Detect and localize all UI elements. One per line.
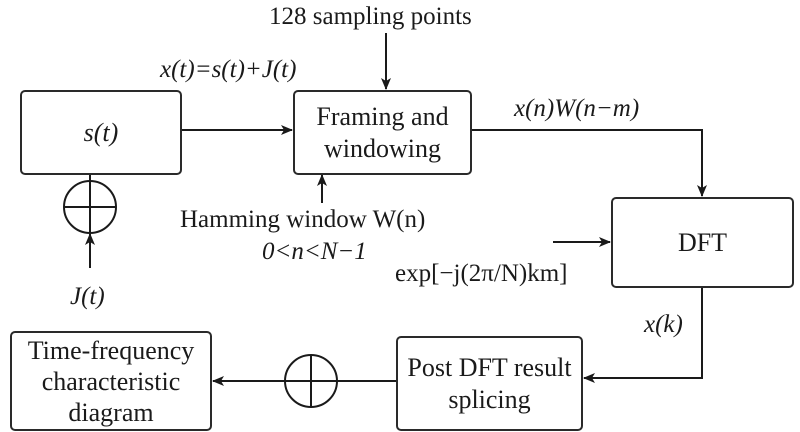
- dft-output-label: x(k): [644, 311, 683, 338]
- dft-block: DFT: [611, 197, 794, 288]
- arrow-framing-to-dft: [471, 129, 707, 197]
- framing-block-line2: windowing: [324, 133, 441, 163]
- splicing-block-line2: splicing: [448, 384, 531, 414]
- arrow-dft-to-splicing: [583, 287, 703, 383]
- tf-block-line2: characteristic: [41, 366, 181, 396]
- sampling-points-label: 128 sampling points: [269, 3, 472, 30]
- framing-windowing-block: Framing and windowing: [293, 90, 472, 175]
- framing-block-line1: Framing and: [316, 101, 449, 131]
- summing-junction-icon: [63, 180, 117, 234]
- signal-block: s(t): [20, 90, 182, 175]
- hamming-window-label: Hamming window W(n): [180, 206, 426, 233]
- signal-block-label: s(t): [83, 117, 119, 147]
- post-dft-splicing-block: Post DFT result splicing: [396, 336, 583, 431]
- jamming-label: J(t): [70, 283, 105, 310]
- splicing-block-line1: Post DFT result: [407, 352, 572, 382]
- dft-block-label: DFT: [677, 227, 728, 257]
- summing-junction-icon: [284, 354, 338, 408]
- windowed-signal-label: x(n)W(n−m): [514, 95, 640, 122]
- dft-kernel-label: exp[−j(2π/N)km]: [395, 260, 568, 287]
- time-frequency-diagram-block: Time-frequency characteristic diagram: [10, 331, 212, 431]
- sum-signal-label: x(t)=s(t)+J(t): [160, 56, 297, 83]
- hamming-range-label: 0<n<N−1: [262, 238, 367, 265]
- tf-block-line3: diagram: [68, 397, 154, 427]
- tf-block-line1: Time-frequency: [27, 335, 195, 365]
